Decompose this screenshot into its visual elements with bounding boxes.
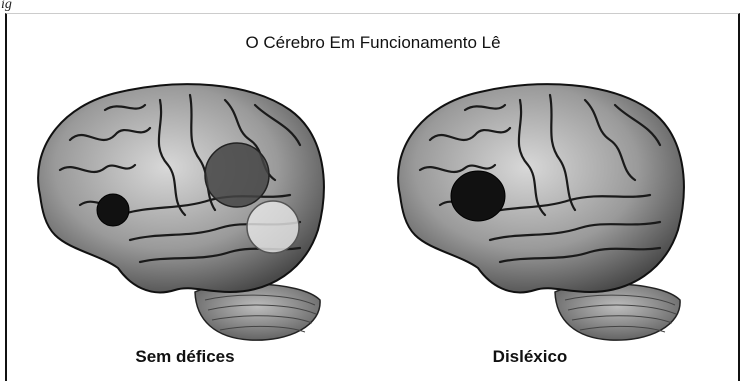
brain-typical: [38, 84, 324, 340]
caption-dyslexic: Disléxico: [430, 347, 630, 367]
cerebellum-right: [555, 284, 680, 340]
caption-typical: Sem défices: [85, 347, 285, 367]
activation-spot-left-occipital: [247, 201, 299, 253]
brain-dyslexic: [398, 84, 684, 340]
activation-spot-left-frontal: [97, 194, 129, 226]
activation-spot-right-frontal: [451, 171, 505, 221]
cerebellum-left: [195, 284, 320, 340]
cortex-left: [38, 84, 324, 292]
activation-spot-left-parietal: [205, 143, 269, 207]
cortex-right: [398, 84, 684, 292]
